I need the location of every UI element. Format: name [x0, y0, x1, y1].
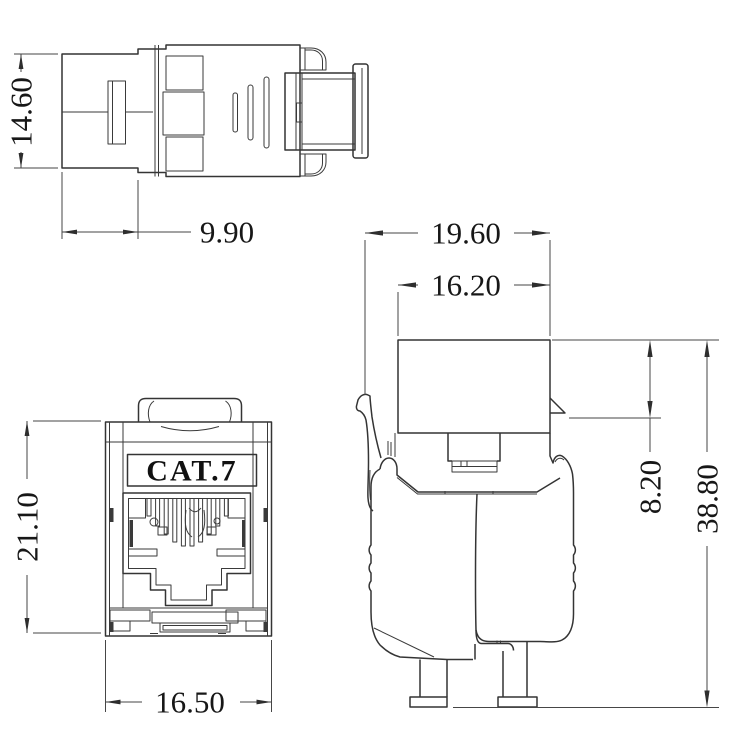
- port-side-contact-left: [129, 520, 133, 547]
- cat7-label-box: [126, 453, 258, 487]
- cat7-label-text: CAT.7: [146, 455, 237, 488]
- top-view-vent-slits: [232, 76, 270, 149]
- side-view: 19.60 16.20 8.20 38.80: [355, 216, 725, 708]
- dim-label-top-height: 14.60: [4, 77, 39, 147]
- dim-label-side-overall-width: 19.60: [431, 216, 501, 251]
- dimension-8-20: 8.20: [552, 339, 719, 514]
- dimension-21-10: 21.10: [10, 420, 101, 634]
- side-view-keystone-body: [397, 339, 551, 473]
- port-side-contact-right: [242, 520, 246, 547]
- right-latch-wing: [549, 397, 661, 419]
- dimension-16-50: 16.50: [105, 640, 272, 720]
- dim-label-side-top-height: 8.20: [633, 460, 668, 514]
- top-view-latch-stack: [154, 45, 205, 177]
- dimension-38-80: 38.80: [453, 340, 725, 708]
- dimension-14-60: 14.60: [4, 53, 58, 169]
- dimension-19-60: 19.60: [364, 216, 551, 395]
- dimension-16-20: 16.20: [397, 268, 550, 336]
- rj45-pin-contacts: [146, 498, 229, 547]
- top-view: 14.60 9.90: [4, 44, 369, 250]
- dim-label-cable-width: 9.90: [200, 215, 254, 250]
- top-view-plug-nose: [284, 63, 369, 159]
- mounting-feet: [409, 641, 538, 708]
- front-view-top-cap: [137, 397, 243, 432]
- front-view-bottom-details: [109, 607, 268, 634]
- dim-label-side-overall-height: 38.80: [690, 464, 725, 534]
- cat7-label: CAT.7: [126, 453, 258, 488]
- dust-shutter-body: [368, 433, 577, 661]
- dim-label-front-width: 16.50: [155, 685, 225, 720]
- dim-label-front-height: 21.10: [10, 492, 45, 562]
- front-view: CAT.7: [10, 397, 273, 720]
- latch-spring: [355, 393, 396, 512]
- dimension-9-90: 9.90: [61, 172, 254, 250]
- top-view-cap-tab: [107, 80, 126, 145]
- rj45-port: [122, 492, 252, 607]
- top-view-keystone-wings: [300, 47, 327, 177]
- dim-label-side-body-width: 16.20: [431, 268, 501, 303]
